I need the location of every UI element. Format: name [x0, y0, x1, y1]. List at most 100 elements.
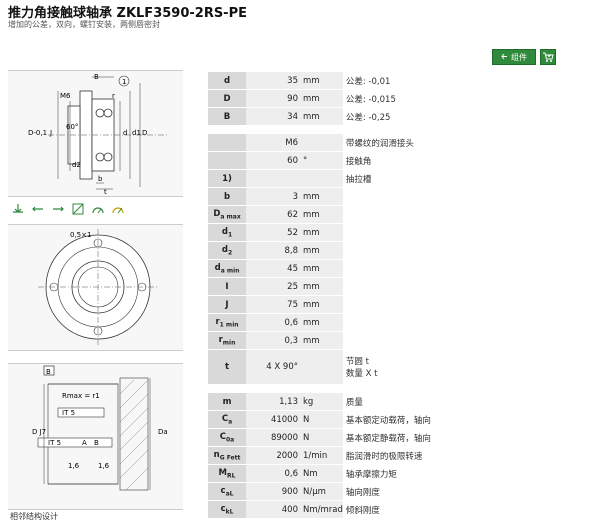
feature-icons [8, 199, 185, 219]
row-label [208, 151, 246, 170]
row-value: 2000 [246, 446, 301, 465]
row-description [342, 205, 586, 224]
row-label-text: t [224, 362, 230, 372]
axial-load-right-icon [30, 201, 46, 217]
row-label-sub: a [228, 418, 233, 426]
row-description: 基本额定静载荷，轴向 [342, 428, 586, 447]
row-value: 35 [246, 72, 301, 90]
label-d2: d2 [72, 161, 81, 169]
row-unit: mm [301, 72, 343, 90]
row-description: 公差: -0,25 [342, 107, 586, 126]
row-value: 41000 [246, 410, 301, 429]
row-unit: 1/min [301, 446, 343, 465]
row-label-text: r [215, 316, 220, 327]
row-unit: mm [301, 331, 343, 350]
row-description: 轴向刚度 [342, 482, 586, 501]
row-label: m [208, 392, 246, 411]
row-label-sub: a min [220, 267, 240, 275]
row-label: ckL [208, 500, 246, 519]
label-Da: Da [158, 428, 168, 436]
row-description [342, 259, 586, 278]
row-label: d2 [208, 241, 246, 260]
label-tol1: IT 5 [62, 409, 75, 417]
row-value: 1,13 [246, 392, 301, 411]
row-value: 8,8 [246, 241, 301, 260]
accessory-button[interactable]: 组件 [492, 49, 536, 65]
table-row: 1)抽拉槽 [208, 169, 586, 188]
row-label: C0a [208, 428, 246, 447]
row-value: 45 [246, 259, 301, 278]
row-label-text: D [213, 208, 221, 219]
page-subtitle: 增加的公差，双向，螺钉安装，两侧唇密封 [8, 20, 160, 29]
row-unit: kg [301, 392, 343, 411]
row-label-sub: 1 min [219, 321, 239, 329]
row-unit: Nm [301, 464, 343, 483]
row-unit: mm [301, 187, 343, 206]
row-description [342, 295, 586, 314]
row-label: Da max [208, 205, 246, 224]
row-description: 脂润滑时的极限转速 [342, 446, 586, 465]
row-label-sub: kL [225, 508, 234, 516]
mating-design-drawing: B Rmax = r1 IT 5 D J7 IT 5 A B 1,6 1,6 D… [8, 363, 183, 510]
row-description [342, 277, 586, 296]
row-unit: Nm/mrad [301, 500, 343, 519]
row-label: 1) [208, 169, 246, 188]
row-value [246, 169, 301, 188]
row-unit: mm [301, 259, 343, 278]
label-rough2: 1,6 [98, 462, 110, 470]
label-D: D [142, 129, 147, 137]
row-value: 4 X 90° [246, 349, 301, 385]
label-rmax: Rmax = r1 [62, 392, 100, 400]
row-label-text: d [223, 75, 231, 86]
table-row: M6 带螺纹的润滑接头 [208, 133, 586, 152]
row-label-sub: min [222, 339, 236, 347]
label-Dtol: D-0,1 [28, 129, 47, 137]
row-value: 900 [246, 482, 301, 501]
row-unit: mm [301, 295, 343, 314]
row-value: 25 [246, 277, 301, 296]
row-label-text: n [213, 449, 220, 460]
cart-button[interactable] [540, 49, 556, 65]
row-value: 34 [246, 107, 301, 126]
row-label-sub: aL [225, 490, 234, 498]
page-title: 推力角接触球轴承 ZKLF3590-2RS-PE [8, 6, 247, 21]
row-label-text: m [222, 396, 232, 407]
label-tol2: IT 5 [48, 439, 61, 447]
label-rough1: 1,6 [68, 462, 80, 470]
row-description: 节圆 t 数量 X t [342, 349, 586, 385]
row-unit: mm [301, 223, 343, 242]
row-description: 带螺纹的润滑接头 [342, 133, 586, 152]
row-label: t [208, 349, 246, 385]
label-b: b [98, 175, 103, 183]
row-value: M6 [246, 133, 301, 152]
row-label: D [208, 89, 246, 108]
row-value: 400 [246, 500, 301, 519]
row-description: 公差: -0,01 [342, 72, 586, 90]
row-value: 60 [246, 151, 301, 170]
row-description [342, 187, 586, 206]
row-label: B [208, 107, 246, 126]
row-unit: N/µm [301, 482, 343, 501]
row-label-sub: 0a [226, 436, 235, 444]
label-B: B [46, 368, 51, 376]
row-value: 3 [246, 187, 301, 206]
row-label-sub: a max [220, 213, 241, 221]
row-label-text: 1) [222, 173, 232, 184]
row-spacer [208, 125, 586, 134]
label-ref: 0,5×1 [70, 231, 91, 239]
label-M6: M6 [60, 92, 71, 100]
row-description [342, 313, 586, 332]
row-label: rmin [208, 331, 246, 350]
row-unit: ° [301, 151, 343, 170]
